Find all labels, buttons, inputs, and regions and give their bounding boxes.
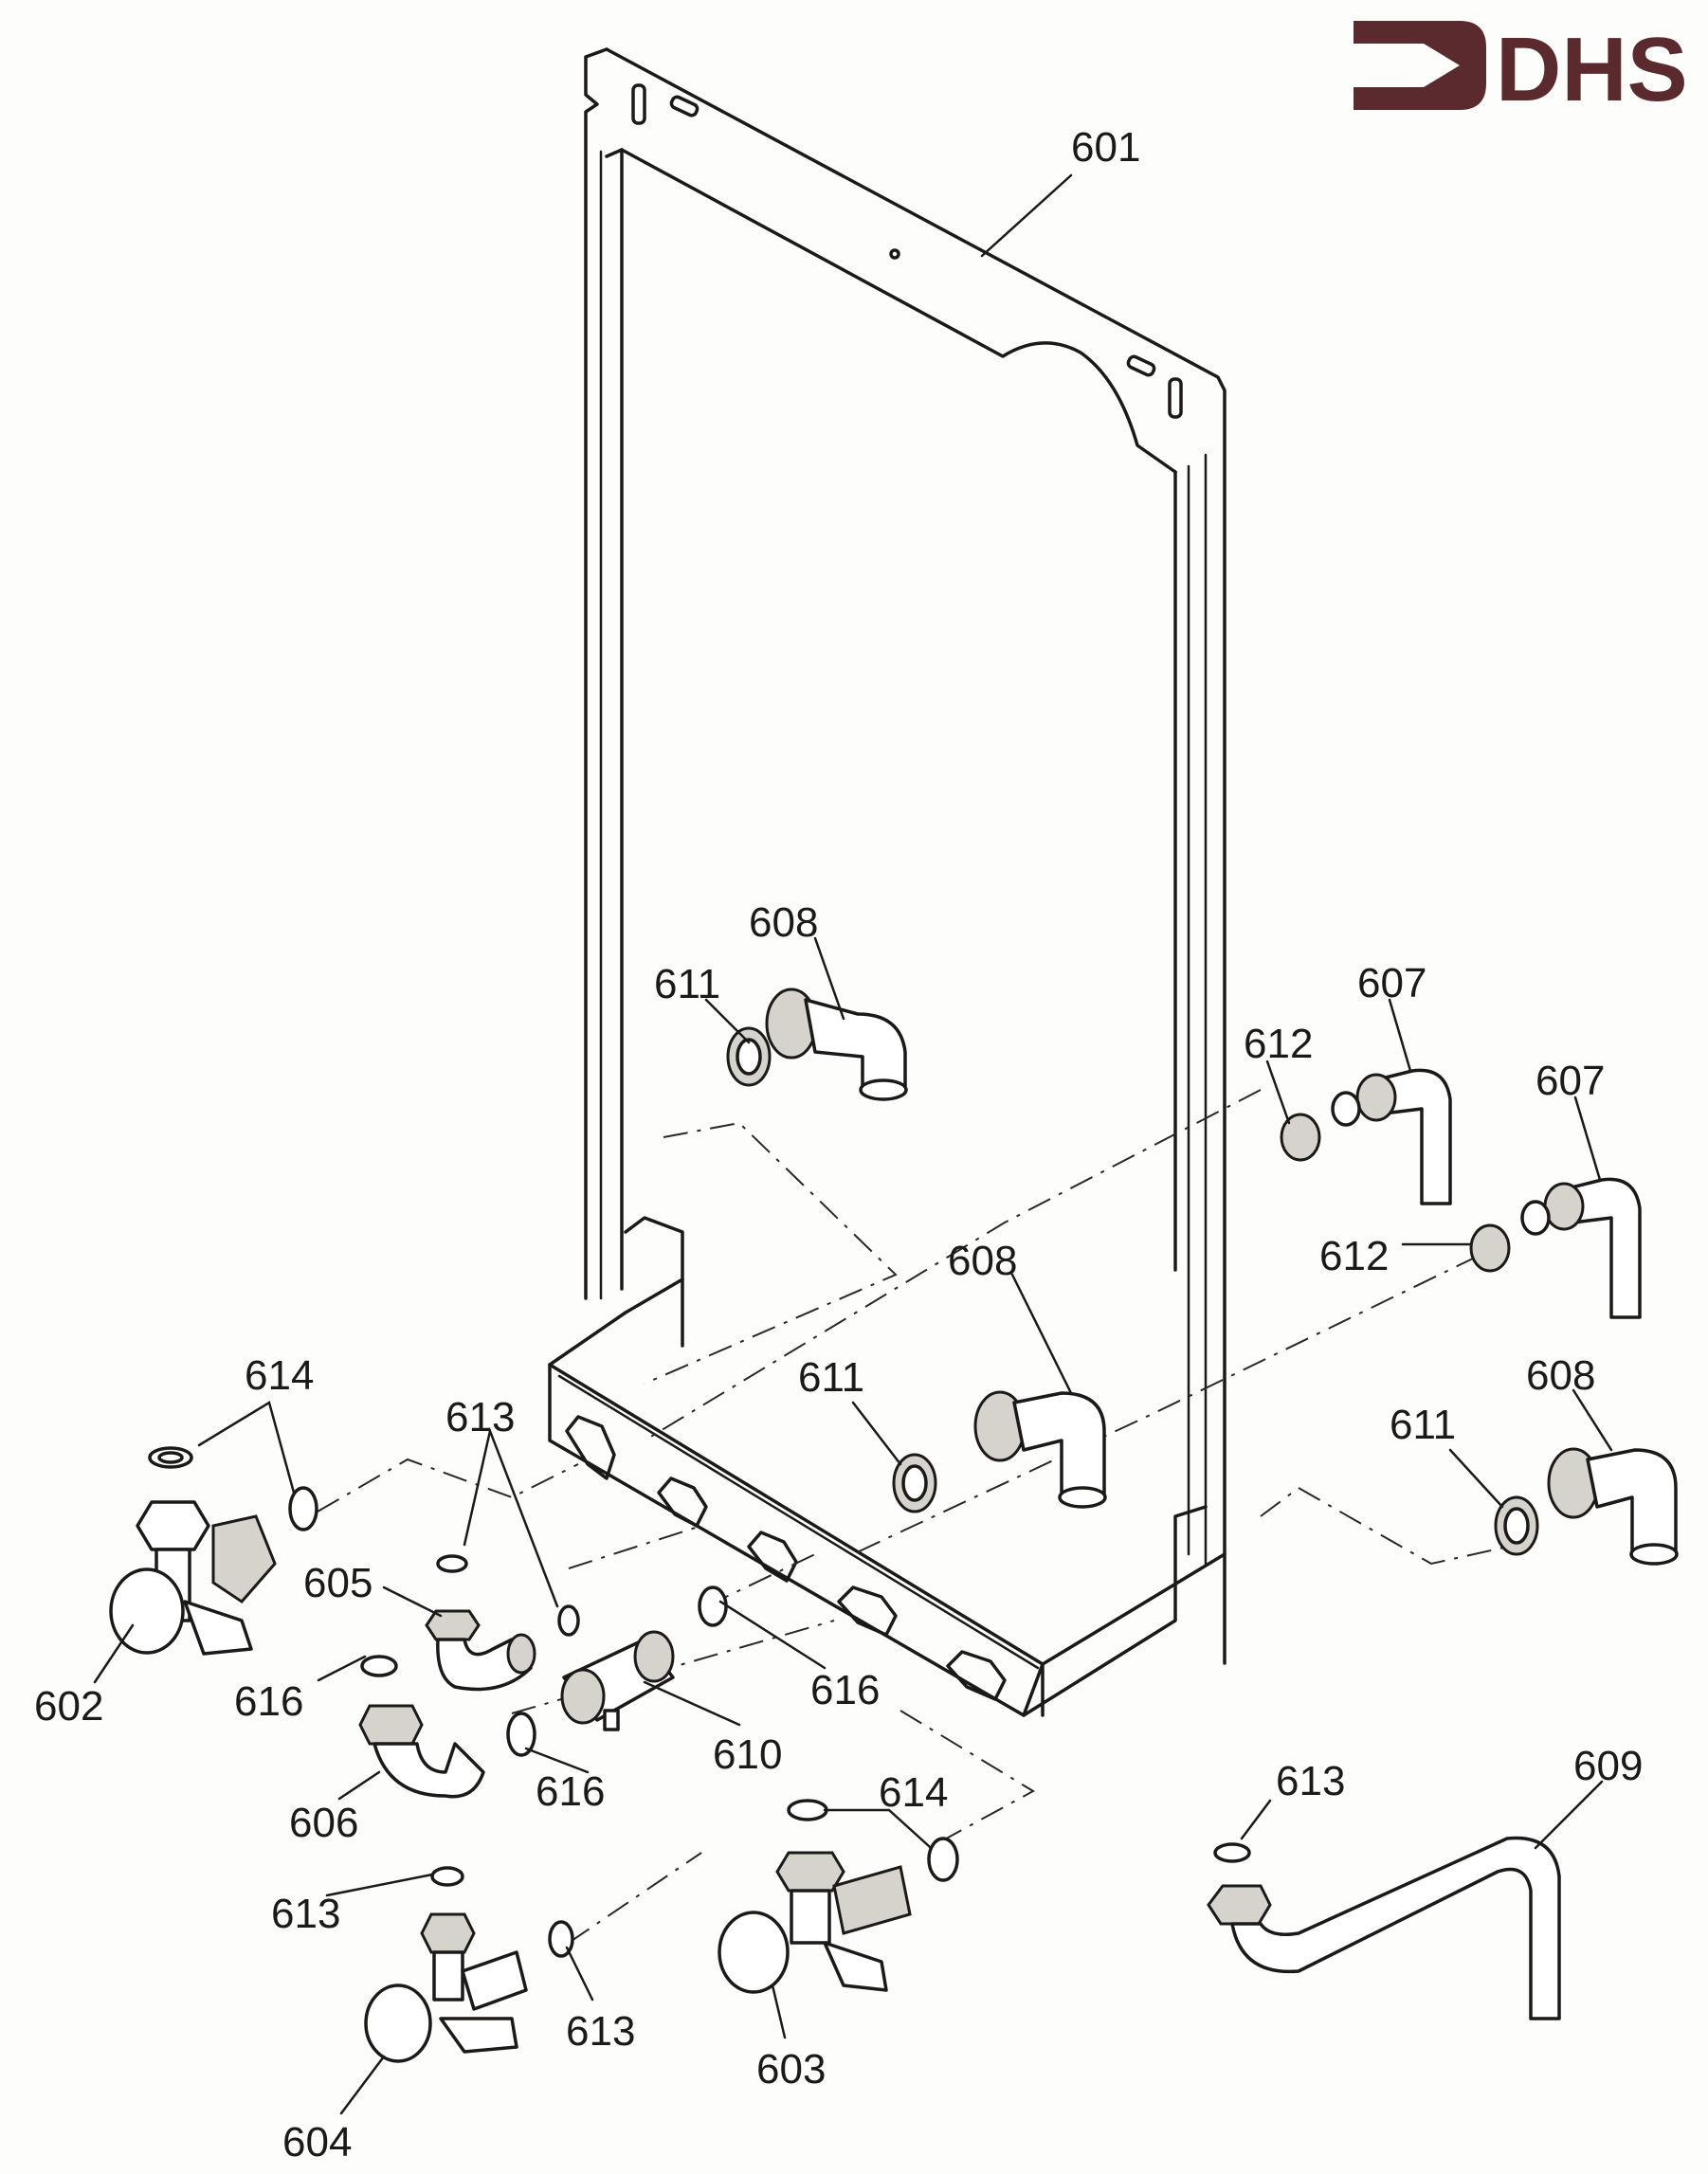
label-613a: 613 — [445, 1394, 515, 1440]
label-616c: 616 — [536, 1768, 605, 1815]
part-606-elbow — [358, 1655, 536, 1799]
label-608b: 608 — [948, 1238, 1017, 1284]
label-606: 606 — [289, 1800, 358, 1846]
part-605-elbow — [425, 1554, 580, 1692]
label-603: 603 — [756, 2046, 826, 2092]
label-608a: 608 — [749, 899, 818, 946]
mounting-frame — [548, 47, 1226, 1717]
part-609-pipe — [1207, 1836, 1561, 2020]
label-616b: 616 — [810, 1667, 880, 1713]
label-616a: 616 — [234, 1678, 303, 1725]
part-labels: 601 602 603 604 605 606 607 607 608 608 … — [34, 124, 1643, 2165]
arrow-bracket-icon — [1354, 21, 1486, 110]
part-612-upper — [1280, 1113, 1321, 1162]
part-608-right — [1547, 1447, 1679, 1566]
part-611-middle — [892, 1453, 937, 1513]
part-611-right — [1494, 1495, 1539, 1556]
label-611b: 611 — [798, 1354, 864, 1401]
label-610: 610 — [713, 1731, 782, 1778]
label-608c: 608 — [1526, 1352, 1595, 1399]
part-612-lower — [1469, 1223, 1511, 1273]
label-609: 609 — [1573, 1743, 1643, 1789]
label-612a: 612 — [1244, 1021, 1313, 1067]
part-607-lower — [1520, 1177, 1642, 1319]
part-602-valve — [109, 1446, 318, 1656]
label-613b: 613 — [1276, 1758, 1345, 1804]
label-613d: 613 — [566, 2008, 635, 2055]
label-602: 602 — [34, 1683, 103, 1730]
manifold-cutouts — [565, 1415, 1007, 1701]
label-611c: 611 — [1390, 1402, 1456, 1448]
label-604: 604 — [282, 2119, 352, 2165]
label-601: 601 — [1071, 124, 1140, 171]
label-614a: 614 — [245, 1352, 314, 1399]
part-608-upper — [765, 987, 908, 1101]
part-603-valve — [718, 1799, 959, 1994]
dhs-logo: DHS — [1354, 19, 1688, 120]
part-607-upper — [1331, 1068, 1452, 1205]
part-604-valve — [364, 1866, 574, 2063]
part-610-valve — [560, 1585, 728, 1731]
label-613c: 613 — [271, 1891, 340, 1937]
part-608-middle — [973, 1390, 1107, 1509]
label-605: 605 — [303, 1560, 372, 1606]
leader-lines — [93, 173, 1613, 2115]
label-607a: 607 — [1357, 960, 1426, 1006]
logo-text: DHS — [1496, 19, 1688, 120]
label-611a: 611 — [654, 961, 720, 1007]
part-611-upper — [726, 1026, 772, 1087]
label-614b: 614 — [879, 1769, 948, 1816]
label-607b: 607 — [1535, 1058, 1605, 1104]
label-612b: 612 — [1319, 1233, 1389, 1279]
